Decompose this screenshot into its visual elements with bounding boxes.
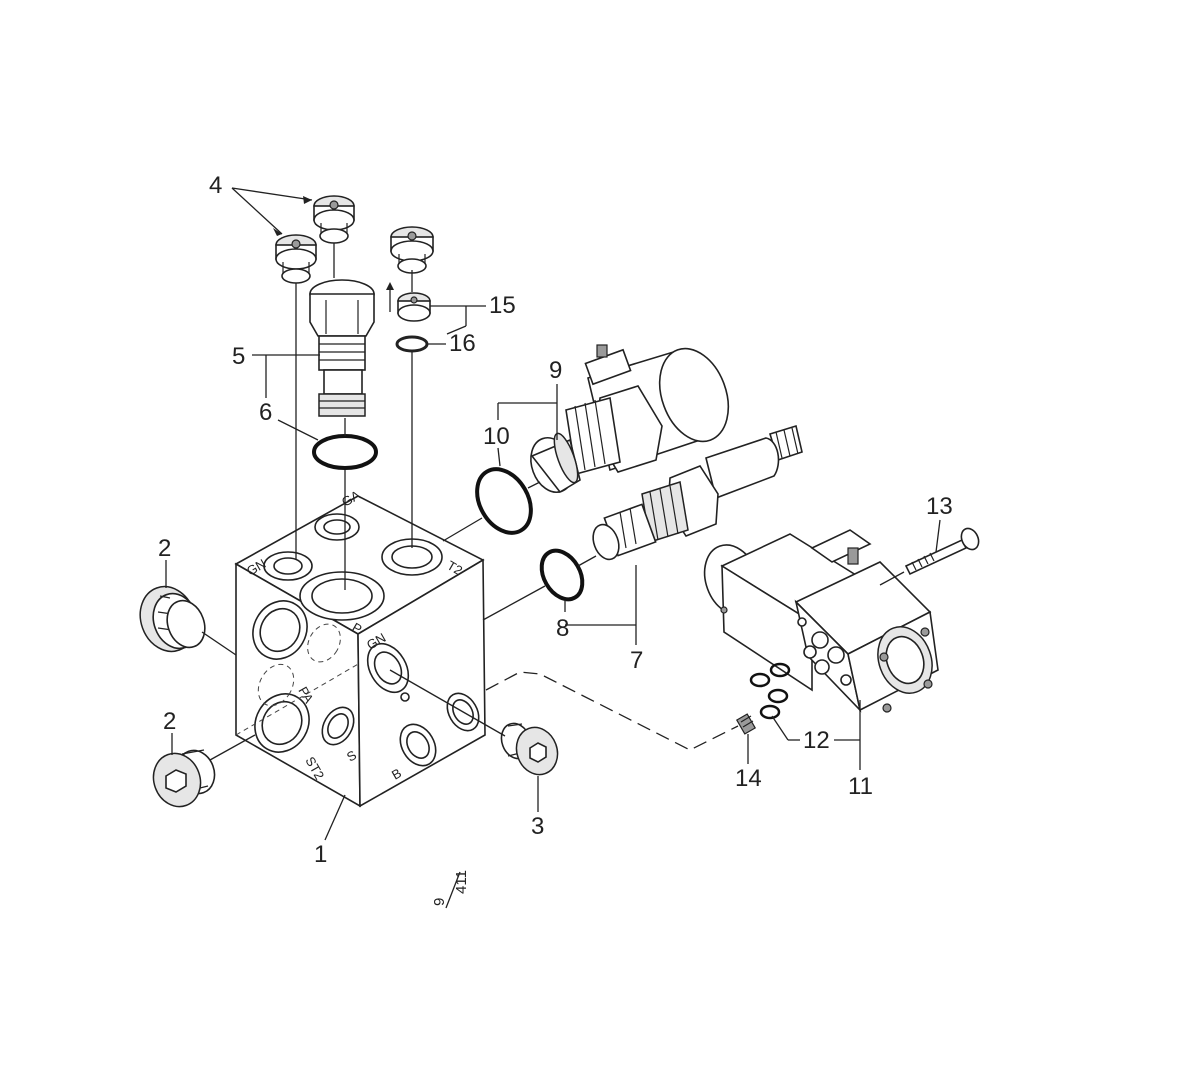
label-part-16: 16 <box>449 330 476 357</box>
label-part-10: 10 <box>483 423 510 450</box>
label-part-12: 12 <box>803 727 830 754</box>
plug-top-middle <box>313 195 355 244</box>
assembly-lines <box>201 243 905 761</box>
solenoid-valve-upper <box>530 344 730 494</box>
o-ring-10 <box>475 467 533 535</box>
svg-text:T2: T2 <box>445 558 466 579</box>
plug-lower-left <box>152 749 216 808</box>
label-part-15: 15 <box>489 292 516 319</box>
label-part-2-lower: 2 <box>163 708 176 735</box>
label-part-9: 9 <box>549 357 562 384</box>
valve-cartridge <box>309 279 375 417</box>
part-number-labels: 1 2 2 3 4 5 6 7 8 9 10 11 12 13 14 15 16 <box>158 172 953 868</box>
reference-denominator: 411 <box>453 870 470 894</box>
label-part-3: 3 <box>531 813 544 840</box>
bolt-13 <box>904 527 980 576</box>
o-ring-8 <box>539 548 585 602</box>
label-part-4: 4 <box>209 172 222 199</box>
drawing-reference: 9 411 <box>431 870 470 906</box>
manifold-block: GN GA T2 P PA ST2 GN B S <box>234 487 486 808</box>
o-ring-16 <box>395 335 429 353</box>
small-plug <box>386 282 431 322</box>
seals-12 <box>749 662 791 720</box>
solenoid-valve-lower <box>592 424 803 561</box>
directional-valve <box>703 529 939 713</box>
label-part-2-upper: 2 <box>158 535 171 562</box>
label-part-13: 13 <box>926 493 953 520</box>
plug-upper-left <box>139 585 206 653</box>
leader-lines <box>165 187 941 909</box>
label-part-7: 7 <box>630 647 643 674</box>
o-ring-6 <box>312 434 378 470</box>
plug-top-left <box>275 234 317 284</box>
plug-top-right <box>390 226 434 274</box>
label-part-5: 5 <box>232 343 245 370</box>
label-part-6: 6 <box>259 399 272 426</box>
plug-right <box>500 722 559 776</box>
svg-text:PA: PA <box>295 684 316 706</box>
label-part-1: 1 <box>314 841 327 868</box>
reference-numerator: 9 <box>431 898 448 906</box>
label-part-8: 8 <box>556 615 569 642</box>
label-part-14: 14 <box>735 765 762 792</box>
label-part-11: 11 <box>848 773 873 800</box>
set-screw-14 <box>735 713 757 735</box>
